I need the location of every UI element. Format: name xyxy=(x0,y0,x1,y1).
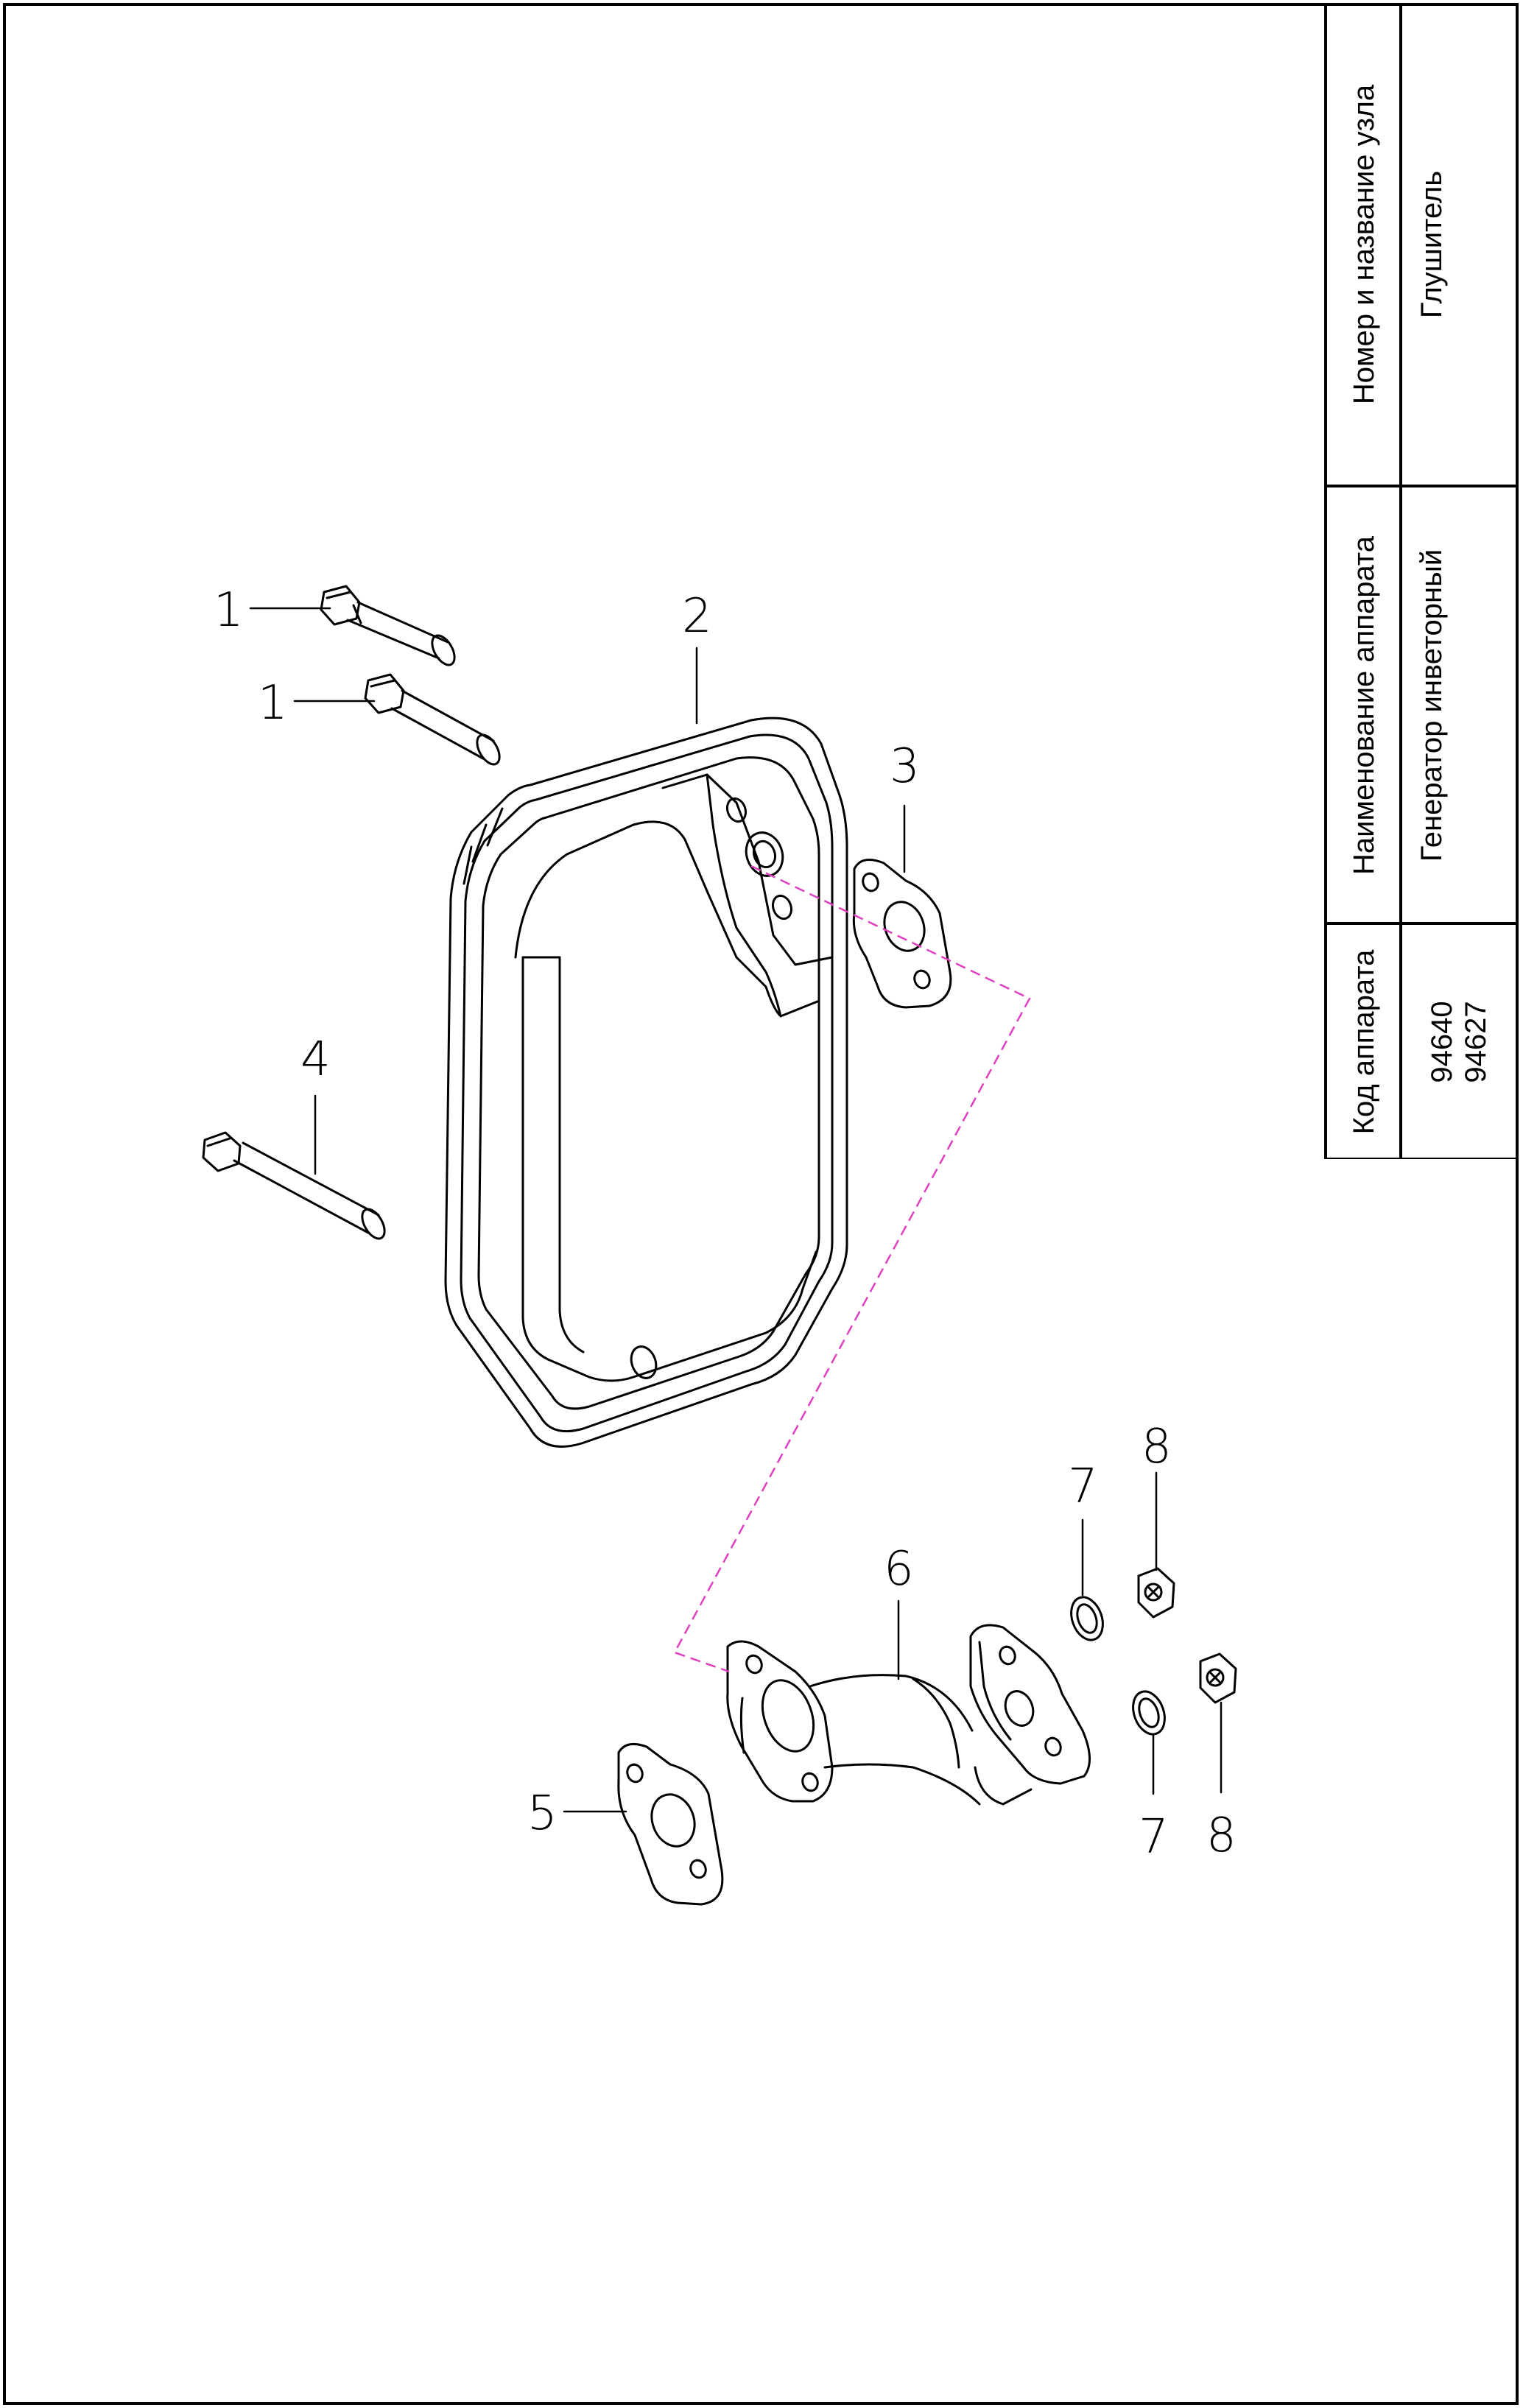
callout-1-upper: 1 xyxy=(214,583,244,638)
title-block: Код аппарата Наименование аппарата Номер… xyxy=(1324,3,1519,1159)
part-8-nut-lower xyxy=(1199,1652,1237,1704)
part-1-bolt-lower xyxy=(364,673,501,766)
codes-cell: 94640 94627 xyxy=(1402,925,1516,1159)
header-code: Код аппарата xyxy=(1348,949,1380,1135)
header-device-cell: Наименование аппарата xyxy=(1327,487,1401,923)
device-name: Генератор инветорный xyxy=(1415,549,1448,862)
header-unit: Номер и название узла xyxy=(1348,84,1380,405)
part-8-nut-upper xyxy=(1137,1567,1175,1619)
part-2-muffler xyxy=(444,717,848,1448)
callout-6: 6 xyxy=(884,1542,914,1596)
callout-7-upper: 7 xyxy=(1068,1460,1098,1514)
unit-name: Глушитель xyxy=(1415,170,1448,319)
part-6-exhaust-pipe xyxy=(726,1624,1091,1806)
callout-8-lower: 8 xyxy=(1206,1809,1237,1863)
code-2: 94627 xyxy=(1460,1001,1492,1083)
callout-3: 3 xyxy=(890,739,920,794)
part-1-bolt-upper xyxy=(320,585,456,666)
callout-4: 4 xyxy=(300,1032,331,1087)
header-code-cell: Код аппарата xyxy=(1327,925,1401,1159)
leader-lines xyxy=(249,607,1223,1813)
part-5-gasket xyxy=(617,1742,724,1906)
callout-7-lower: 7 xyxy=(1139,1810,1169,1865)
callout-numbers: 1 1 2 3 4 5 6 7 8 7 8 xyxy=(214,583,1237,1865)
codes-list: 94640 94627 xyxy=(1425,1001,1493,1082)
callout-2: 2 xyxy=(682,589,712,644)
assembly-centerline xyxy=(673,865,1031,1673)
device-name-cell: Генератор инветорный xyxy=(1402,487,1461,923)
part-3-gasket xyxy=(852,859,952,1009)
header-unit-cell: Номер и название узла xyxy=(1327,3,1401,486)
unit-name-cell: Глушитель xyxy=(1402,3,1461,486)
part-7-washer-lower xyxy=(1132,1690,1166,1736)
title-block-grid xyxy=(1324,3,1516,1159)
callout-8-upper: 8 xyxy=(1142,1420,1172,1474)
code-1: 94640 xyxy=(1426,1001,1458,1083)
drawing-sheet xyxy=(3,3,1519,2405)
header-device: Наименование аппарата xyxy=(1348,536,1380,875)
part-4-long-bolt xyxy=(202,1131,386,1240)
part-7-washer-upper xyxy=(1070,1596,1104,1641)
callout-1-lower: 1 xyxy=(258,676,288,731)
callout-5: 5 xyxy=(527,1786,558,1841)
